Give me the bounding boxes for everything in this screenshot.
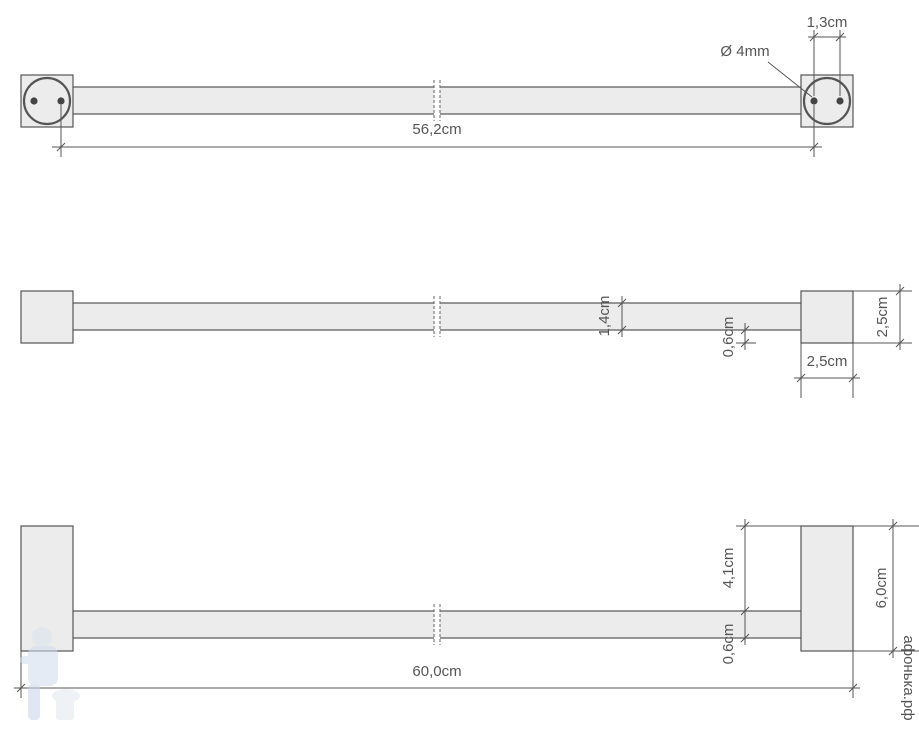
right-screw-hole: [810, 97, 818, 105]
dim-bar-height-label: 1,4cm: [596, 296, 613, 337]
dim-hole-spacing-label: 56,2cm: [412, 121, 461, 138]
dim-hole-diameter-label: Ø 4mm: [720, 43, 769, 60]
side-view: 4,1cm 0,6cm 6,0cm 60,0cm: [14, 519, 919, 698]
front-view: 1,4cm 0,6cm 2,5cm 2,5cm: [20, 284, 912, 398]
dim-block-height-side-label: 6,0cm: [873, 568, 890, 609]
dim-total-length-label: 60,0cm: [412, 663, 461, 680]
left-mount-plate-circle: [22, 76, 72, 126]
side-right-block: [800, 525, 854, 652]
dim-mount-offset-label: 1,3cm: [807, 14, 848, 31]
left-screw-hole: [30, 97, 38, 105]
dim-upper-label: 4,1cm: [720, 548, 737, 589]
watermark-vertical-text: афонька.рф: [900, 635, 917, 720]
top-view: 1,3cm Ø 4mm 56,2cm: [20, 14, 854, 157]
dim-bar-offset-label: 0,6cm: [720, 317, 737, 358]
right-screw-hole: [836, 97, 844, 105]
front-left-block: [20, 290, 74, 344]
right-mount-plate-circle: [802, 76, 852, 126]
dim-lower-label: 0,6cm: [720, 624, 737, 665]
left-screw-hole: [57, 97, 65, 105]
dim-block-width-label: 2,5cm: [807, 353, 848, 370]
plumber-mascot-logo: [20, 627, 80, 720]
front-right-block: [800, 290, 854, 344]
dim-block-height-label: 2,5cm: [874, 297, 891, 338]
